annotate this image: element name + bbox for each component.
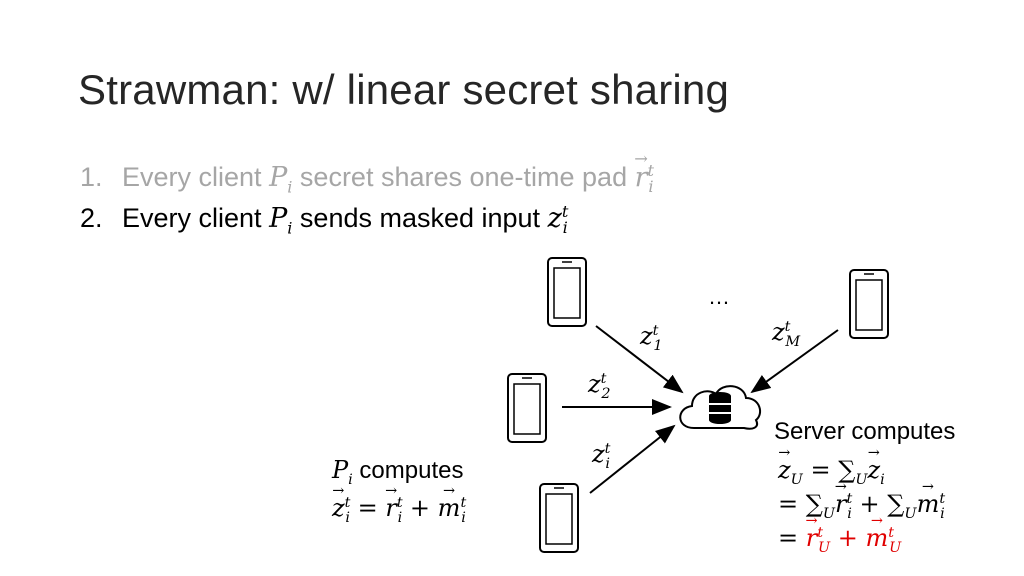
arrow-zi [589,424,676,494]
arrow-z1 [595,325,684,394]
slide-title: Strawman: w/ linear secret sharing [78,66,730,113]
z1-label: zt1 [640,322,663,354]
database-icon [709,392,731,424]
step-2-number: 2. [80,203,103,233]
client-symbol: Pi [269,203,293,238]
server-cloud-icon [679,385,762,430]
server-equation-3: = rtU + mtU [778,524,901,557]
client-equation: zti = rti + mti [332,494,466,527]
step-2: 2. Every client Pi sends masked input zti [80,202,568,237]
phone-icon [507,373,547,443]
server-computes-label: Server computes [774,418,956,445]
phone-icon [547,257,587,327]
masked-input-symbol: zti [547,202,569,238]
z2-label: zt2 [588,370,611,402]
step-1-text-b: secret shares one-time pad [292,162,635,192]
zi-label: zti [592,440,611,472]
zM-label: ztM [772,318,801,350]
step-2-text-b: sends masked input [292,203,548,233]
server-equation-2: = ∑Urti + ∑Umti [778,490,945,523]
pad-symbol: rti [635,161,654,196]
server-equation-1: zU = ∑Uzi [778,456,885,489]
step-1: 1. Every client Pi secret shares one-time… [80,161,654,196]
step-2-text-a: Every client [122,203,270,233]
client-symbol: Pi [269,162,293,197]
step-1-text-a: Every client [122,162,270,192]
ellipsis-label: … [708,284,730,309]
phone-icon [849,269,889,339]
phone-icon [539,483,579,553]
client-computes-label: Pi computes [332,456,464,488]
step-1-number: 1. [80,162,103,192]
arrow-zM [750,329,839,394]
